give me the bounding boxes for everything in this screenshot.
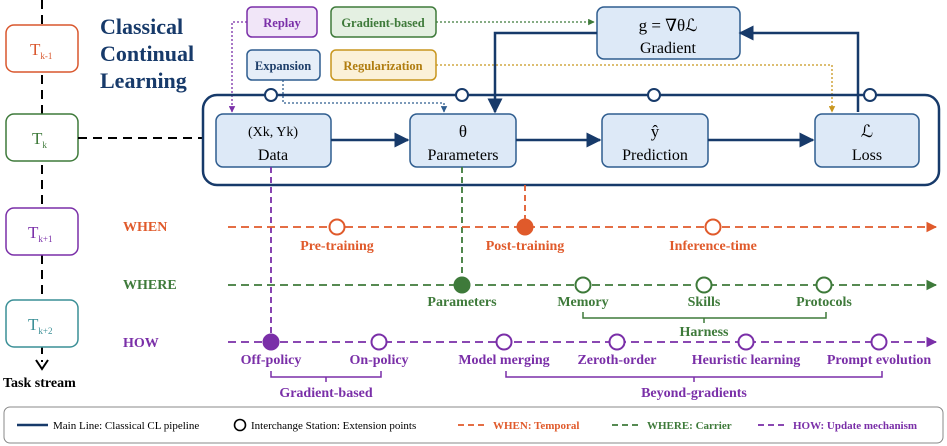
loss-box: ℒ Loss — [814, 113, 920, 168]
legend-when-text: WHEN: Temporal — [493, 420, 579, 432]
gradient-based-group-label: Gradient-based — [279, 386, 373, 401]
task-stream-label: Task stream — [3, 376, 76, 391]
when-station-inference-time — [704, 218, 722, 236]
data-label: Data — [258, 147, 288, 164]
tag-expansion: Expansion — [246, 49, 321, 81]
how-station-zeroth-order — [608, 333, 626, 351]
svg-text:Gradient-based: Gradient-based — [341, 16, 424, 30]
legend-station-swatch — [233, 418, 247, 432]
where-label-protocols: Protocols — [796, 295, 852, 310]
legend-where-text: WHERE: Carrier — [647, 420, 732, 432]
gradient-to-params-arrow — [487, 31, 597, 114]
params-label: Parameters — [427, 147, 498, 164]
data-box: (Xk, Yk) Data — [215, 113, 332, 168]
pred-symbol: ŷ — [651, 122, 660, 141]
task-box-k+1: Tk+1 — [5, 207, 79, 256]
station-frame-3 — [647, 88, 661, 102]
how-label-prompt-evolution: Prompt evolution — [827, 353, 932, 368]
pred-label: Prediction — [622, 147, 688, 164]
title-line2: Continual — [100, 41, 194, 66]
when-station-pre-training — [328, 218, 346, 236]
when-station-post-training — [516, 218, 534, 236]
tag-regularization: Regularization — [330, 49, 437, 81]
how-station-model-merging — [495, 333, 513, 351]
svg-text:Tk+2: Tk+2 — [28, 315, 52, 336]
beyond-gradients-bracket — [505, 371, 883, 378]
title-line1: Classical — [100, 14, 183, 39]
gradient-based-bracket — [270, 371, 382, 378]
where-station-parameters — [453, 276, 471, 294]
task-box-k: Tk — [5, 113, 79, 162]
task-k+2-sub: k+2 — [38, 326, 52, 336]
task-k-sub: k — [42, 140, 47, 150]
how-label-zeroth-order: Zeroth-order — [577, 353, 656, 368]
loss-label: Loss — [852, 147, 882, 164]
params-symbol: θ — [459, 122, 467, 141]
harness-bracket — [582, 312, 827, 319]
legend: Main Line: Classical CL pipeline Interch… — [3, 406, 944, 444]
where-station-protocols — [815, 276, 833, 294]
tag-replay: Replay — [246, 6, 318, 38]
svg-text:Tk+1: Tk+1 — [28, 223, 52, 244]
how-label-model-merging: Model merging — [458, 353, 549, 368]
how-label-off-policy: Off-policy — [241, 353, 302, 368]
how-station-heuristic-learning — [737, 333, 755, 351]
task-k+1-base: T — [28, 223, 39, 242]
task-box-k+2: Tk+2 — [5, 299, 79, 348]
svg-text:Tk: Tk — [32, 129, 47, 150]
when-label: WHEN — [123, 220, 167, 235]
harness-label: Harness — [680, 325, 730, 340]
task-k-base: T — [32, 129, 43, 148]
where-label-memory: Memory — [557, 295, 608, 310]
beyond-gradients-group-label: Beyond-gradients — [641, 386, 747, 401]
svg-text:Tk-1: Tk-1 — [30, 40, 52, 61]
when-label-inference-time: Inference-time — [669, 239, 757, 254]
how-station-on-policy — [370, 333, 388, 351]
task-k+1-sub: k+1 — [38, 234, 52, 244]
when-label-pre-training: Pre-training — [300, 239, 374, 254]
how-label: HOW — [123, 336, 159, 351]
gradient-formula: g = ∇θℒ — [639, 16, 698, 35]
gradient-box: g = ∇θℒ Gradient — [596, 6, 741, 60]
task-k-1-sub: k-1 — [40, 51, 52, 61]
legend-main-text: Main Line: Classical CL pipeline — [53, 420, 199, 432]
station-frame-2 — [455, 88, 469, 102]
replay-connector — [228, 21, 247, 113]
where-station-skills — [695, 276, 713, 294]
how-station-off-policy — [262, 333, 280, 351]
where-label: WHERE — [123, 278, 177, 293]
loss-to-gradient-arrow — [738, 25, 860, 112]
legend-station-text: Interchange Station: Extension points — [251, 420, 416, 432]
where-station-memory — [574, 276, 592, 294]
title-line3: Learning — [100, 68, 187, 93]
station-frame-4 — [863, 88, 877, 102]
task-stream-arrowhead — [35, 359, 49, 371]
how-label-on-policy: On-policy — [349, 353, 408, 368]
gradient-label: Gradient — [640, 40, 697, 57]
data-symbol: (Xk, Yk) — [248, 125, 298, 140]
when-label-post-training: Post-training — [486, 239, 565, 254]
how-station-prompt-evolution — [870, 333, 888, 351]
task-k+2-base: T — [28, 315, 39, 334]
tag-gradient-based: Gradient-based — [330, 6, 437, 38]
svg-text:Regularization: Regularization — [343, 59, 422, 73]
how-label-heuristic-learning: Heuristic learning — [692, 353, 801, 368]
svg-text:Replay: Replay — [263, 16, 301, 30]
task-box-k-1: Tk-1 — [5, 24, 79, 73]
where-label-skills: Skills — [688, 295, 721, 310]
expansion-connector — [282, 80, 448, 113]
parameters-box: θ Parameters — [409, 113, 517, 168]
prediction-box: ŷ Prediction — [601, 113, 709, 168]
pipeline-frame — [201, 93, 941, 187]
task-k-1-base: T — [30, 40, 41, 59]
loss-symbol: ℒ — [861, 122, 873, 141]
where-label-parameters: Parameters — [427, 295, 497, 310]
legend-how-text: HOW: Update mechanism — [793, 420, 917, 432]
svg-text:Expansion: Expansion — [255, 59, 311, 73]
station-frame-1 — [264, 88, 278, 102]
regularization-connector — [436, 64, 836, 113]
